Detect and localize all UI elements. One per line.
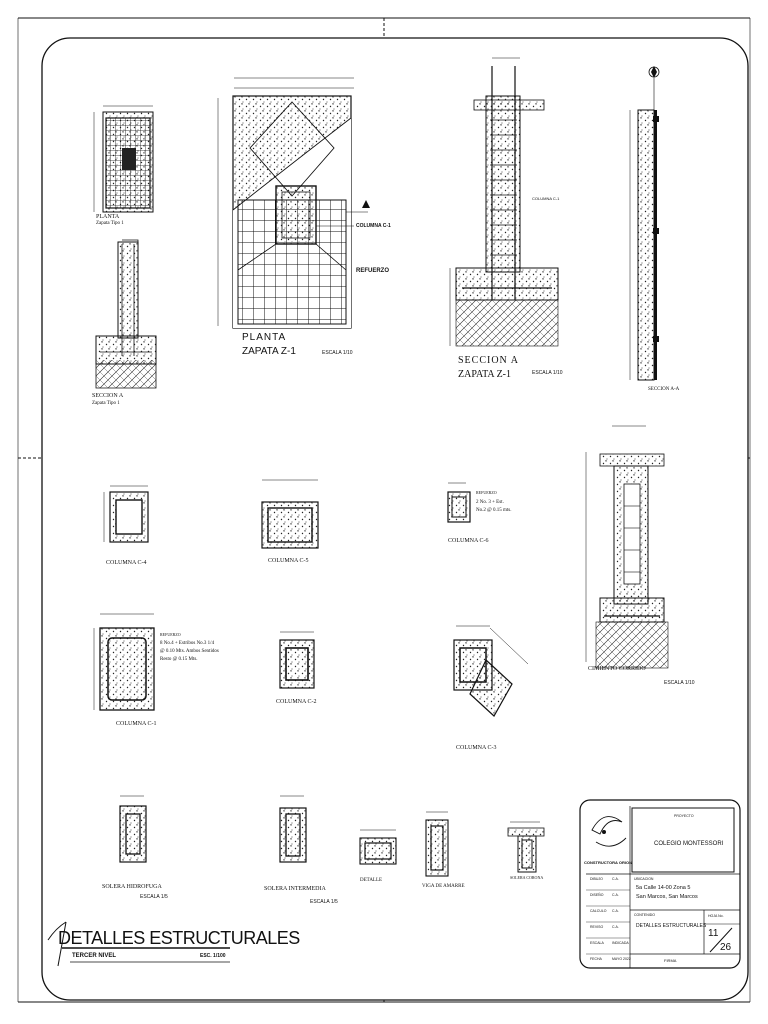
tb-row-value: MAYO 2022: [612, 957, 631, 961]
cimiento-label: CIMIENTO CORRIDO: [588, 666, 646, 672]
tb-row-value: INDICADA: [612, 941, 629, 945]
columna-c6-drawing: [447, 482, 471, 523]
location-line2: San Marcos, San Marcos: [636, 894, 698, 900]
columna-c5-label: COLUMNA C-5: [268, 558, 309, 564]
sheet-scale: ESC. 1/100: [200, 953, 226, 959]
planta-zapata-tipo1-drawing: [93, 105, 154, 213]
location-label: UBICACION: [634, 877, 654, 881]
planta-z1-label1: PLANTA: [242, 332, 287, 343]
sheet-number: 11: [708, 928, 719, 939]
sheet-number-label: HOJA No.: [708, 914, 724, 918]
columna-c6-refuerzo: REFUERZO: [476, 490, 497, 495]
columna-c2-label: COLUMNA C-2: [276, 699, 317, 705]
columna-c6-line1: 2 No. 3 + Est.: [476, 500, 504, 505]
title-block-frame: [579, 799, 741, 969]
planta-tipo1-label: PLANTA: [96, 214, 120, 220]
seccion-z1-col-ref: COLUMNA C-1: [532, 196, 560, 201]
sheet-title: DETALLES ESTRUCTURALES: [58, 928, 300, 948]
content-text: DETALLES ESTRUCTURALES: [636, 923, 707, 929]
solera-intermedia-scale: ESCALA 1/5: [310, 899, 338, 905]
seccion-zapata-tipo1-drawing: [95, 239, 157, 389]
solera-corona-drawing: [507, 821, 545, 873]
columna-c3-drawing: [453, 625, 529, 717]
tb-row-label: DISEÑO: [590, 893, 604, 897]
columna-c1-drawing: [93, 613, 155, 711]
tb-row-label: CALCULO: [590, 909, 607, 913]
seccion-aa-drawing: [629, 66, 660, 381]
project-label: PROYECTO: [674, 814, 694, 818]
planta-z1-scale: ESCALA 1/10: [322, 350, 353, 356]
viga-amarre-label: VIGA DE AMARRE: [422, 884, 465, 889]
firma-label: FIRMA: [664, 958, 677, 963]
columna-c4-label: COLUMNA C-4: [106, 560, 147, 566]
seccion-z1-scale: ESCALA 1/10: [532, 370, 563, 376]
seccion-z1-label1: SECCION A: [458, 355, 519, 366]
sheet-subtitle: TERCER NIVEL: [72, 953, 117, 959]
solera-corona-label: SOLERA CORONA: [510, 875, 544, 880]
solera-hidrofuga-label: SOLERA HIDROFUGA: [102, 884, 162, 890]
columna-c1-line1: 8 No.4 + Estribos No.3 1/4: [160, 641, 215, 646]
company-logo: [591, 816, 627, 847]
columna-c2-drawing: [279, 631, 315, 689]
columna-c6-line2: No.2 @ 0.15 mts.: [476, 508, 512, 513]
cimiento-corrido-drawing: [585, 425, 669, 669]
solera-intermedia-drawing: [279, 795, 307, 863]
tb-row-label: ESCALA: [590, 941, 604, 945]
company-name: CONSTRUCTORA ORION: [584, 860, 632, 865]
columna-c6-label: COLUMNA C-6: [448, 538, 489, 544]
tb-row-value: C.A.: [612, 925, 619, 929]
planta-zapata-z1-drawing: [217, 77, 370, 329]
tb-row-value: C.A.: [612, 909, 619, 913]
columna-c5-drawing: [261, 479, 319, 549]
sheet-border: [17, 17, 751, 1003]
sheet-total: 26: [720, 942, 732, 953]
detalle-label: DETALLE: [360, 878, 383, 883]
planta-z1-col-ref: COLUMNA C-1: [356, 223, 391, 229]
cimiento-scale: ESCALA 1/10: [664, 680, 695, 686]
seccion-zapata-z1-drawing: [449, 57, 559, 347]
seccion-tipo1-sub: Zapata Tipo 1: [92, 401, 120, 406]
solera-hidrofuga-drawing: [119, 795, 147, 863]
planta-tipo1-sub: Zapata Tipo 1: [96, 221, 124, 226]
columna-c1-label: COLUMNA C-1: [116, 721, 157, 727]
tb-row-value: C.A.: [612, 893, 619, 897]
viga-amarre-drawing: [425, 811, 449, 877]
planta-z1-label2: ZAPATA Z-1: [242, 346, 296, 357]
columna-c1-refuerzo: REFUERZO: [160, 632, 181, 637]
solera-hidrofuga-scale: ESCALA 1/5: [140, 894, 168, 900]
seccion-z1-label2: ZAPATA Z-1: [458, 369, 512, 380]
tb-row-label: FECHA: [590, 957, 602, 961]
project-name: COLEGIO MONTESSORI: [654, 841, 724, 847]
location-line1: 5a Calle 14-00 Zona 5: [636, 885, 691, 891]
columna-c1-line2: @ 0.10 Mts. Ambos Sentidos: [160, 649, 219, 654]
solera-intermedia-label: SOLERA INTERMEDIA: [264, 886, 326, 892]
tb-row-value: C.A.: [612, 877, 619, 881]
seccion-tipo1-label: SECCION A: [92, 393, 124, 399]
tb-row-label: REVISO: [590, 925, 604, 929]
planta-z1-refuerzo: REFUERZO: [356, 268, 389, 274]
columna-c4-drawing: [103, 485, 149, 543]
tb-row-label: DIBUJO: [590, 877, 603, 881]
seccion-aa-label: SECCION A-A: [648, 387, 680, 392]
detalle-drawing: [359, 829, 397, 865]
columna-c3-label: COLUMNA C-3: [456, 745, 497, 751]
content-label: CONTENIDO: [634, 913, 655, 917]
columna-c1-line3: Resto @ 0.15 Mts.: [160, 657, 198, 662]
